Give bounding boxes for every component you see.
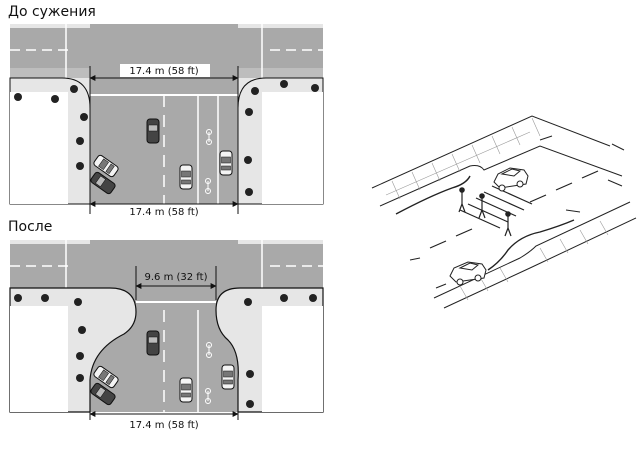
isometric-illustration (371, 115, 637, 309)
panel-after-title: После (8, 219, 53, 235)
panel-before-plan: 17.4 m (58 ft) 17.4 m (58 ft) (9, 24, 324, 218)
before-bottom-dimension: 17.4 m (58 ft) (129, 207, 198, 218)
before-top-dimension: 17.4 m (58 ft) (129, 66, 198, 77)
after-bottom-dimension: 17.4 m (58 ft) (129, 420, 198, 431)
panel-before-title: До сужения (8, 4, 96, 20)
after-top-dimension: 9.6 m (32 ft) (145, 272, 208, 283)
panel-after-plan: 9.6 m (32 ft) 17.4 m (58 ft) (9, 240, 324, 431)
